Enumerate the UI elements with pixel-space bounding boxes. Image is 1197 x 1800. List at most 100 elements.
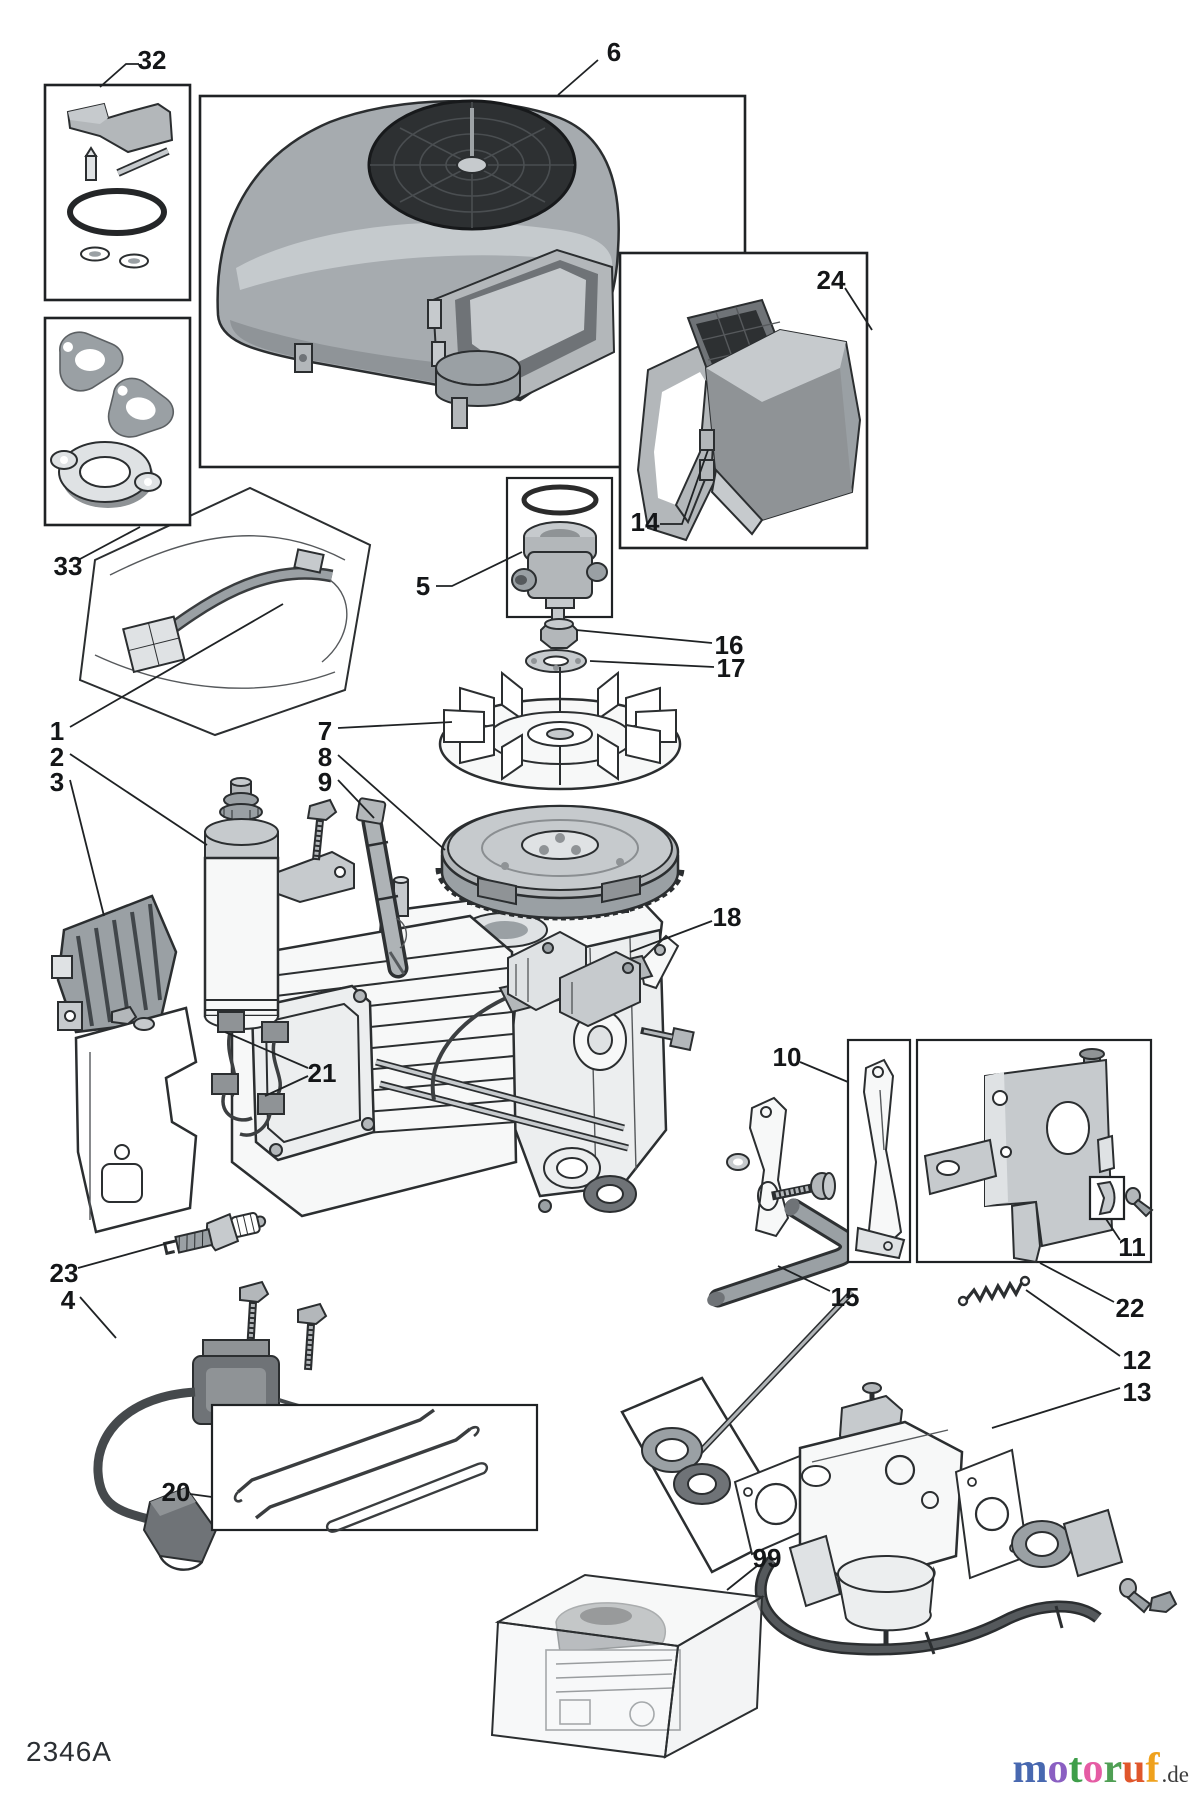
air-filter-box [618, 251, 869, 550]
flywheel [435, 804, 685, 921]
link-strap [325, 1462, 489, 1533]
spark-plug-boot [142, 1486, 218, 1571]
leader-2 [69, 753, 208, 846]
leader-22 [1039, 1262, 1115, 1303]
mount-tab [451, 397, 468, 429]
starter-bolt [306, 798, 338, 861]
logo-letter: m [1012, 1746, 1048, 1792]
part-label-32: 32 [138, 45, 167, 75]
drawing-code: 2346A [26, 1736, 112, 1767]
control-bracket [984, 1058, 1116, 1264]
leader-18 [629, 920, 713, 953]
carburetor-body [788, 1382, 964, 1646]
oil-dipstick-tube [355, 797, 409, 979]
wiring-harness-bag [78, 486, 372, 737]
air-duct-chute [427, 248, 616, 429]
logo-suffix: .de [1161, 1762, 1189, 1787]
leader-5 [436, 551, 523, 587]
part-label-99: 99 [753, 1543, 782, 1573]
leader-15 [777, 1265, 831, 1292]
carb-solenoid [788, 1534, 842, 1608]
part-labels: 32 6 24 14 5 16 17 1 2 3 7 8 9 33 18 21 … [50, 37, 1152, 1573]
flywheel-nut [540, 607, 578, 649]
leader-6 [557, 59, 599, 96]
muffler-flange [50, 441, 162, 508]
carb-mount-flange [954, 1448, 1030, 1580]
part-label-20: 20 [162, 1477, 191, 1507]
part-label-24: 24 [817, 265, 846, 295]
part-label-11: 11 [1118, 1232, 1146, 1262]
packaged-engine-99 [490, 1573, 766, 1759]
shield-bolt [111, 1005, 155, 1031]
governor-spring [957, 1275, 1031, 1307]
part-label-17: 17 [717, 653, 746, 683]
part-label-18: 18 [713, 902, 742, 932]
control-bracket-box-22 [915, 1038, 1154, 1264]
leader-14 [660, 449, 709, 525]
part-label-23: 23 [50, 1258, 79, 1288]
o-ring [67, 188, 167, 236]
part-label-1: 1 [50, 716, 64, 746]
part-label-33: 33 [54, 551, 83, 581]
part-label-15: 15 [831, 1282, 860, 1312]
part-label-6: 6 [607, 37, 621, 67]
leader-4 [79, 1296, 117, 1339]
gasket-set-box-33 [43, 316, 192, 527]
logo-letter: f [1145, 1746, 1160, 1792]
pin [85, 155, 97, 181]
leader-9 [337, 779, 375, 819]
leader-10 [799, 1061, 849, 1083]
clip-screw [1125, 1187, 1154, 1218]
cable-connectors [211, 1011, 289, 1137]
blower-housing [216, 99, 620, 429]
intake-gasket [107, 377, 175, 438]
fuel-pump-box-5 [505, 476, 614, 619]
motoruf-logo: motoruf.de [1013, 1748, 1189, 1796]
throttle-rod [236, 1408, 435, 1494]
fuel-pump [511, 521, 608, 609]
voltage-regulator [51, 894, 178, 1034]
leader-17 [589, 660, 715, 668]
starter-bracket [277, 850, 355, 904]
air-filter-cover [699, 328, 862, 536]
part-label-5: 5 [416, 571, 430, 601]
leader-20 [189, 1493, 213, 1498]
leader-32 [99, 63, 139, 88]
leader-3 [69, 779, 105, 917]
part-label-10: 10 [773, 1042, 802, 1072]
part-label-14: 14 [631, 507, 660, 537]
repair-kit-box-32 [43, 83, 192, 302]
sealing-washers [80, 246, 149, 269]
choke-rod [254, 1427, 472, 1520]
logo-letter: o [1047, 1746, 1069, 1792]
cooling-fan [438, 667, 682, 791]
spark-plug [162, 1212, 267, 1256]
part-label-12: 12 [1123, 1345, 1152, 1375]
carb-screw [1119, 1578, 1152, 1614]
exhaust-gasket [59, 331, 124, 392]
leader-16 [575, 629, 713, 644]
part-label-9: 9 [318, 767, 332, 797]
part-label-21: 21 [308, 1058, 337, 1088]
coil-bolt-2 [297, 1302, 328, 1371]
leader-12 [1025, 1289, 1121, 1357]
leader-7 [337, 721, 453, 729]
part-label-8: 8 [318, 742, 332, 772]
leader-99 [726, 1565, 758, 1591]
ignition-armature [430, 930, 654, 1101]
part-label-22: 22 [1116, 1293, 1145, 1323]
flywheel-washer [525, 649, 587, 673]
part-label-4: 4 [61, 1285, 76, 1315]
leader-8 [337, 754, 446, 851]
part-label-16: 16 [715, 630, 744, 660]
governor-lever-loose [726, 1096, 836, 1238]
carburetor-assembly [620, 1289, 1178, 1656]
shipping-cube [490, 1573, 766, 1759]
engine-block [230, 860, 695, 1218]
logo-letter: t [1068, 1746, 1083, 1792]
leader-11 [1105, 1218, 1121, 1241]
intake-elbow [1062, 1508, 1124, 1578]
carb-nut [1148, 1590, 1178, 1614]
